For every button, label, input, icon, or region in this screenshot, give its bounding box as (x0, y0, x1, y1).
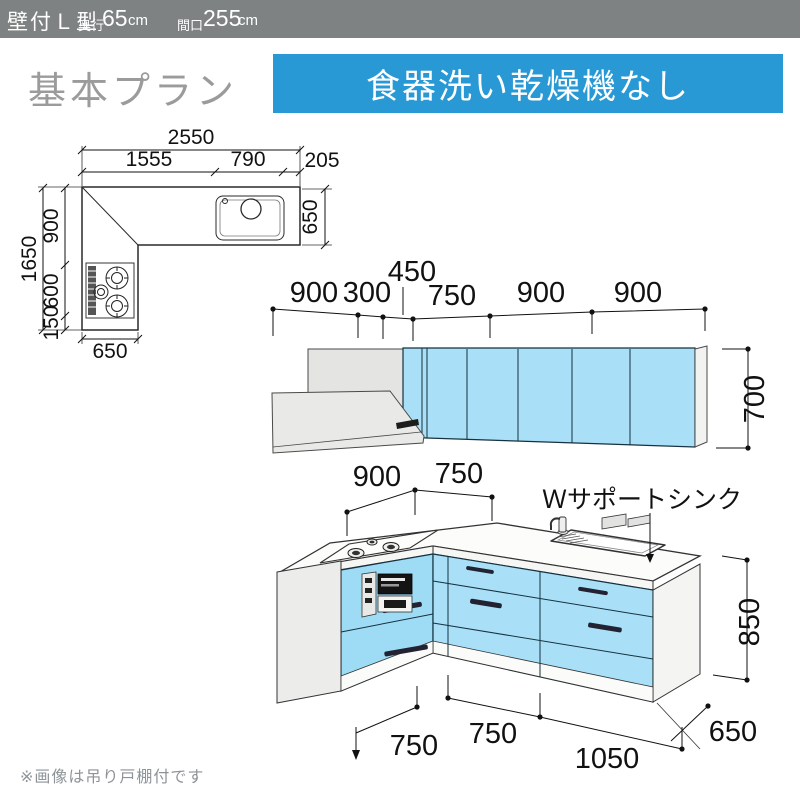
elev-dim-5: 900 (517, 277, 565, 309)
base-dim-top-left: 900 (353, 461, 401, 493)
plan-dim-leg-width: 650 (92, 340, 127, 363)
layout-type-label: 壁付Ｌ型 (7, 11, 99, 34)
plan-dim-base: 150 (40, 305, 63, 340)
plan-dim-depth-right: 650 (299, 199, 322, 234)
cooktop-control-panel (361, 571, 413, 618)
plan-dimensions: 2550 1555 790 205 1650 900 600 150 650 6… (18, 126, 340, 363)
plan-dim-lower: 600 (40, 273, 63, 308)
width-value: 255 (203, 5, 242, 31)
wall-cabinet-elevation: 900 300 450 750 900 900 700 (270, 256, 771, 454)
plan-title: 基本プラン (28, 71, 239, 113)
faucet (549, 516, 569, 535)
sink-3d (549, 513, 666, 557)
sink-accessory-2 (627, 514, 651, 528)
width-unit: cm (238, 12, 258, 29)
base-dim-front-2: 750 (469, 718, 517, 750)
sink-callout-arrow (646, 554, 654, 563)
sink-callout-label: Ｗサポートシンク (542, 486, 742, 514)
feature-banner: 食器洗い乾燥機なし (273, 54, 783, 113)
elev-dim-4: 750 (428, 280, 476, 312)
wall-cabinet-end-panel (694, 345, 708, 448)
spec-header-bar: 壁付Ｌ型 奥行 65 cm 間口 255 cm (0, 0, 800, 38)
drawer-seams-right (432, 580, 654, 660)
plan-dim-upper: 900 (40, 208, 63, 243)
depth-value: 65 (102, 5, 128, 31)
plan-counter-outline (81, 186, 301, 331)
plan-corner-diagonal (81, 186, 139, 246)
left-end-panel (276, 560, 342, 704)
plan-dim-right-gap: 205 (304, 149, 339, 172)
plan-dim-sink-width: 790 (230, 148, 265, 171)
unit-seams (447, 556, 541, 677)
door-seams (421, 348, 631, 446)
elev-dim-6: 900 (614, 277, 662, 309)
base-dim-depth: 650 (709, 716, 757, 748)
wall-cabinet-doors (402, 347, 696, 448)
plan-cooktop (85, 262, 135, 319)
elev-dim-3: 450 (388, 256, 436, 288)
depth-label: 奥行 (78, 18, 105, 33)
base-view-dimensions: 900 750 Ｗサポートシンク 850 750 750 1050 650 (344, 458, 766, 775)
width-label: 間口 (177, 18, 204, 33)
plan-sink (215, 195, 285, 241)
plan-dim-left-width: 1555 (126, 148, 173, 171)
drawer-seam-left (340, 613, 434, 633)
base-dim-height: 850 (734, 598, 766, 646)
elev-dim-2: 300 (343, 277, 391, 309)
drainer-lines (557, 533, 589, 544)
footnote: ※画像は吊り戸棚付です (20, 769, 205, 786)
hood-switch (396, 419, 419, 429)
base-dim-top-right: 750 (435, 458, 483, 490)
floor-plan: 2550 1555 790 205 1650 900 600 150 650 6… (18, 126, 340, 363)
right-end-panel (652, 563, 701, 703)
plan-dim-total-height: 1650 (18, 236, 41, 283)
sink-accessory (601, 513, 627, 530)
elev-dim-height: 700 (739, 375, 771, 423)
base-cabinet-3d: 900 750 Ｗサポートシンク 850 750 750 1050 650 (276, 458, 766, 775)
elevation-dimensions: 900 300 450 750 900 900 700 (270, 256, 771, 451)
range-hood (271, 390, 425, 454)
base-dim-front-1: 750 (390, 730, 438, 762)
cooktop-3d (319, 529, 439, 564)
elev-dim-1: 900 (290, 277, 338, 309)
base-dim-front-3: 1050 (575, 743, 640, 775)
plan-dim-total-width: 2550 (168, 126, 215, 149)
depth-unit: cm (128, 12, 148, 29)
